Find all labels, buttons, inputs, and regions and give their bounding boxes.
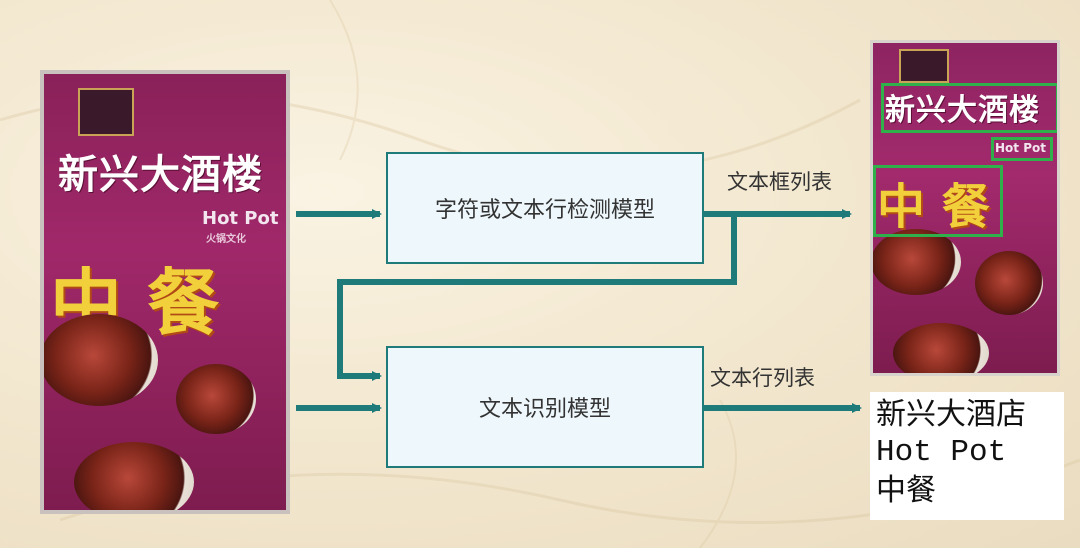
poster-title: 新兴大酒楼: [58, 151, 263, 198]
detection-model-label: 字符或文本行检测模型: [434, 198, 655, 223]
recognition-model-box: 文本识别模型: [386, 346, 704, 468]
detection-box-hotpot: [991, 137, 1053, 161]
poster-hotpot-sub: 火锅文化: [206, 234, 246, 245]
detection-box-title: [881, 83, 1057, 133]
recognition-model-label: 文本识别模型: [478, 397, 611, 422]
poster-logo: [78, 88, 134, 136]
arrow-detect-to-recognize: [337, 214, 737, 381]
poster-hotpot: Hot Pot: [995, 141, 1046, 155]
poster-dish: [975, 251, 1043, 315]
recognized-text-output: 新兴大酒店 Hot Pot 中餐: [870, 392, 1064, 520]
box-list-label: 文本框列表: [727, 170, 832, 194]
poster-dish: [74, 442, 194, 510]
output-line: 新兴大酒店: [876, 397, 1026, 432]
poster-logo: [899, 49, 949, 83]
detection-box-big-text: [873, 165, 1003, 237]
poster-big-text: 中 餐: [877, 179, 990, 235]
detection-model-box: 字符或文本行检测模型: [386, 152, 704, 264]
poster-dish: [44, 314, 158, 406]
poster-hotpot: Hot Pot: [202, 208, 279, 229]
poster-dish: [893, 323, 989, 373]
poster-dish: [873, 229, 961, 295]
line-list-label: 文本行列表: [710, 366, 815, 390]
poster-title: 新兴大酒楼: [885, 93, 1040, 128]
input-poster-image: 新兴大酒楼 Hot Pot 火锅文化 中 餐: [40, 70, 290, 514]
output-line: Hot Pot: [876, 435, 1007, 470]
output-line: 中餐: [876, 473, 936, 508]
detected-poster-image: 新兴大酒楼 Hot Pot 中 餐: [870, 40, 1060, 376]
poster-dish: [176, 364, 256, 434]
